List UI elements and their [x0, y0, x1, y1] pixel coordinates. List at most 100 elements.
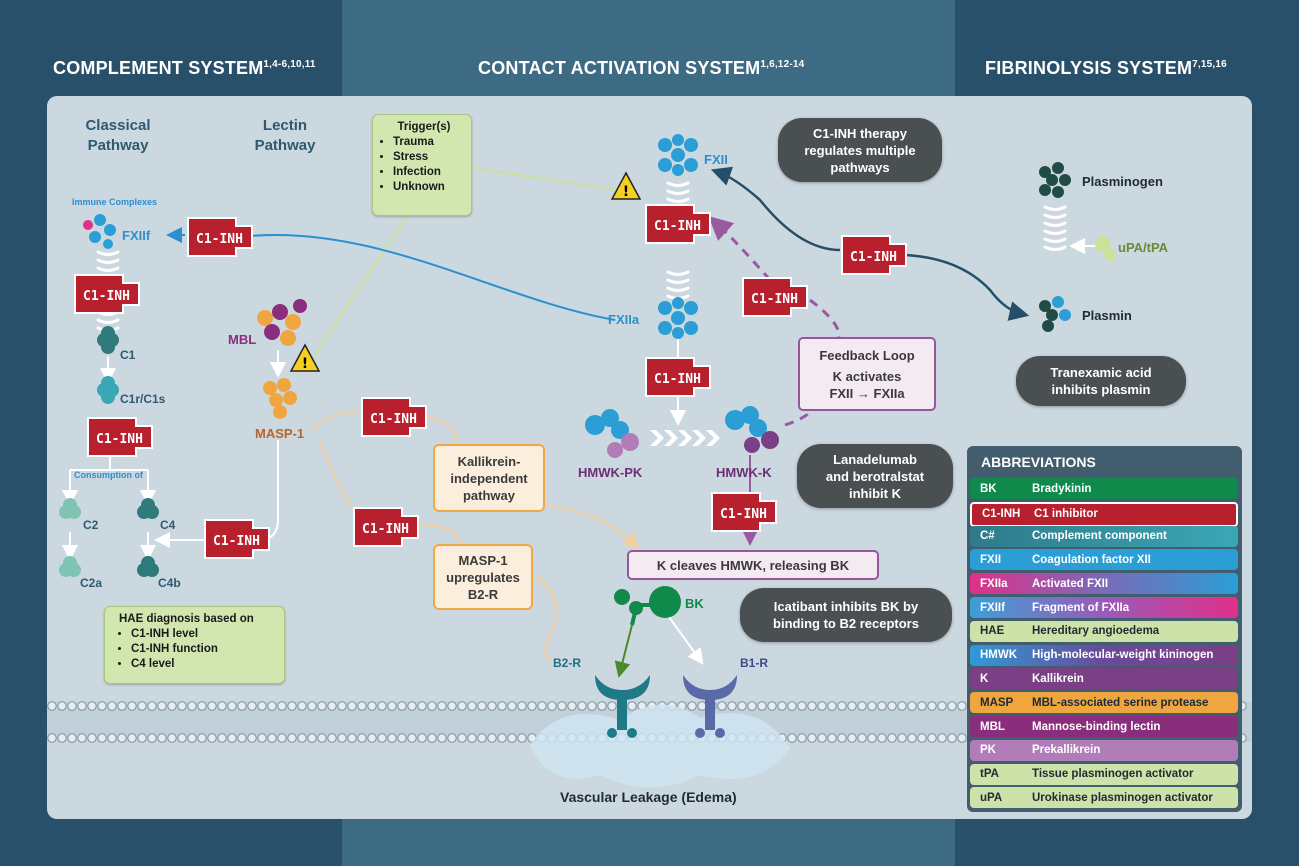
c1-inh-text: C1-INH: [96, 432, 143, 447]
lipid-head: [897, 701, 907, 711]
c4-molecule: [137, 498, 159, 519]
abbreviation-definition: Bradykinin: [1032, 482, 1092, 495]
lipid-head: [197, 733, 207, 743]
feedback-loop-box: Feedback Loop K activates FXII → FXIIa: [798, 337, 936, 411]
lipid-head: [947, 733, 957, 743]
lipid-head: [747, 701, 757, 711]
list-item: Stress: [393, 150, 467, 165]
lipid-head: [917, 701, 927, 711]
masp1-label: MASP-1: [255, 426, 305, 441]
hmwk-k-molecule: [725, 406, 779, 453]
abbreviation-key: HMWK: [980, 649, 1018, 662]
warning-icon: !: [289, 343, 321, 372]
c1-inh-text: C1-INH: [654, 372, 701, 387]
abbreviation-key: FXIIa: [980, 577, 1008, 590]
lipid-head: [427, 701, 437, 711]
lipid-head: [947, 701, 957, 711]
c1-inh-text: C1-INH: [213, 534, 260, 549]
edema-splash: [530, 704, 790, 788]
lipid-head: [937, 701, 947, 711]
lipid-head: [877, 701, 887, 711]
lipid-head: [67, 701, 77, 711]
lipid-head: [507, 701, 517, 711]
lipid-head: [587, 701, 597, 711]
lipid-head: [387, 701, 397, 711]
lipid-head: [427, 733, 437, 743]
c1-inh-badge: C1-INH: [187, 217, 253, 257]
lipid-head: [417, 733, 427, 743]
abbreviation-key: BK: [980, 482, 997, 495]
abbreviation-key: tPA: [980, 768, 999, 781]
coil-segment: [666, 270, 690, 276]
k-cleaves-box: K cleaves HMWK, releasing BK: [627, 550, 879, 580]
abbreviation-definition: High-molecular-weight kininogen: [1032, 649, 1214, 662]
lipid-head: [917, 733, 927, 743]
lipid-head: [327, 733, 337, 743]
fxii-label: FXII: [704, 152, 728, 167]
lipid-head: [957, 733, 967, 743]
warning-icon: !: [610, 171, 642, 200]
lipid-head: [697, 701, 707, 711]
plasmin-molecule: [1039, 296, 1071, 332]
lipid-head: [477, 701, 487, 711]
lipid-head: [177, 701, 187, 711]
abbreviation-row: HMWK High-molecular-weight kininogen: [970, 644, 1238, 666]
masp-upregulates-box: MASP-1 upregulates B2-R: [433, 544, 533, 610]
fibrinolysis-header: FIBRINOLYSIS SYSTEM7,15,16: [985, 58, 1227, 78]
abbreviation-definition: Prekallikrein: [1032, 744, 1101, 757]
lipid-head: [437, 701, 447, 711]
b1r-receptor: [683, 675, 737, 738]
trigger-line-fxii: [454, 164, 616, 191]
feedback-loop-body: K activates FXII → FXIIa: [829, 368, 905, 401]
lipid-head: [937, 733, 947, 743]
lipid-head: [87, 701, 97, 711]
lipid-head: [87, 733, 97, 743]
lipid-head: [257, 733, 267, 743]
lipid-head: [497, 733, 507, 743]
bk-molecule: [614, 586, 681, 626]
b2r-receptor: [595, 675, 650, 738]
c1-inh-text: C1-INH: [751, 292, 798, 307]
lipid-head: [337, 701, 347, 711]
lipid-head: [557, 701, 567, 711]
lipid-head: [137, 701, 147, 711]
lipid-head: [127, 701, 137, 711]
lipid-head: [827, 701, 837, 711]
lipid-head: [187, 733, 197, 743]
lipid-head: [507, 733, 517, 743]
c2-molecule: [59, 498, 81, 519]
coil-segment: [1043, 221, 1067, 227]
lipid-head: [867, 733, 877, 743]
lipid-head: [237, 733, 247, 743]
lipid-head: [847, 701, 857, 711]
lipid-head: [927, 701, 937, 711]
lipid-head: [237, 701, 247, 711]
lipid-head: [837, 733, 847, 743]
lipid-head: [407, 733, 417, 743]
lipid-head: [467, 701, 477, 711]
lipid-head: [797, 733, 807, 743]
list-item: C1-INH function: [131, 642, 284, 657]
lipid-head: [807, 701, 817, 711]
abbreviation-key: FXIIf: [980, 601, 1005, 614]
abbreviation-key: PK: [980, 744, 996, 757]
trigger-line-mbl: [304, 204, 416, 371]
lipid-head: [367, 733, 377, 743]
c1-label: C1: [120, 348, 136, 362]
lipid-head: [397, 733, 407, 743]
upa-tpa-label: uPA/tPA: [1118, 240, 1169, 255]
lipid-head: [367, 701, 377, 711]
lipid-head: [437, 733, 447, 743]
lipid-head: [357, 701, 367, 711]
lipid-head: [777, 701, 787, 711]
lipid-head: [257, 701, 267, 711]
lipid-head: [197, 701, 207, 711]
lipid-head: [57, 733, 67, 743]
lipid-head: [687, 701, 697, 711]
hae-diagnosis-title: HAE diagnosis based on: [119, 613, 254, 625]
lipid-head: [337, 733, 347, 743]
